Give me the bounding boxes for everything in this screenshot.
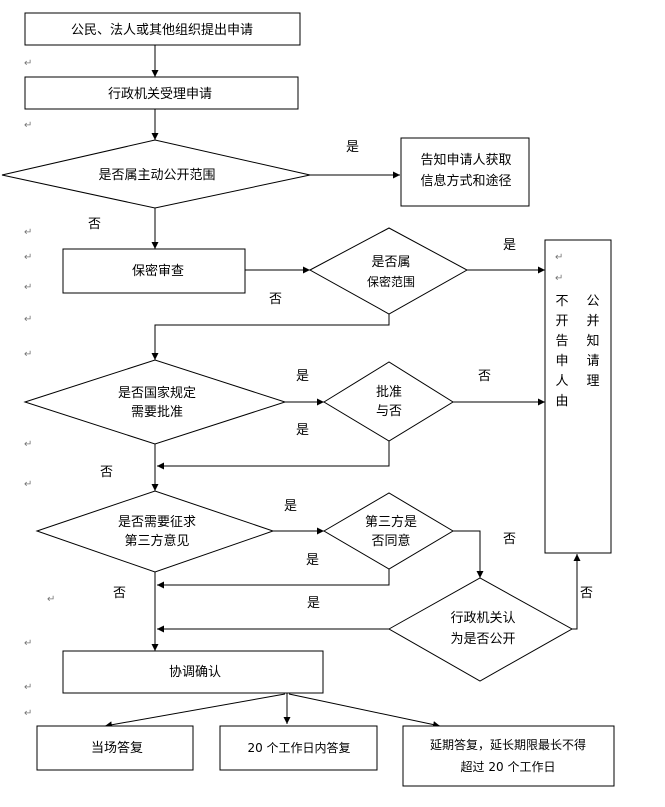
label-yes: 是: [346, 140, 359, 155]
node-not-disclose-col2: 公 并 知 请 理: [586, 294, 599, 389]
label-no: 否: [113, 586, 126, 601]
label-no: 否: [269, 292, 282, 307]
paragraph-mark: ↵: [24, 282, 32, 293]
node-reply-now-text: 当场答复: [91, 740, 143, 756]
node-need-third: 是否需要征求 第三方意见: [35, 490, 275, 573]
node-need-approval-line2: 需要批准: [131, 405, 183, 420]
node-reply-20: 20 个工作日内答复: [219, 725, 378, 771]
nd-col2-char: 并: [586, 314, 599, 329]
nd-col1-char: 不: [555, 294, 568, 309]
node-accept: 行政机关受理申请: [24, 76, 299, 110]
node-reply-20-text: 20 个工作日内答复: [247, 740, 350, 755]
node-not-disclose: 不 开 告 申 人 由 公 并 知 请 理: [544, 239, 612, 554]
node-inform-line1: 告知申请人获取: [420, 152, 511, 168]
arrow-coordinate-replynow: [104, 693, 286, 729]
node-apply-text: 公民、法人或其他组织提出申请: [71, 22, 253, 38]
nd-col1-char: 告: [555, 334, 568, 349]
node-secrecy: 保密审查: [62, 248, 246, 294]
arrow-agencydeem-notdisclose: [572, 554, 581, 630]
node-proactive-text: 是否属主动公开范围: [98, 168, 215, 183]
node-need-approval-line1: 是否国家规定: [118, 385, 196, 401]
paragraph-mark: ↵: [24, 682, 32, 693]
node-agency-deem-line1: 行政机关认: [450, 611, 515, 626]
node-apply: 公民、法人或其他组织提出申请: [24, 12, 301, 46]
node-third-agree-line2: 否同意: [371, 533, 410, 549]
label-yes: 是: [306, 553, 319, 568]
node-need-third-line1: 是否需要征求: [118, 515, 196, 530]
node-need-approval: 是否国家规定 需要批准: [23, 359, 287, 445]
nd-col2-char: 知: [586, 333, 599, 349]
paragraph-mark: ↵: [555, 252, 563, 263]
paragraph-mark: ↵: [24, 120, 32, 131]
nd-col2-char: 理: [586, 374, 599, 389]
label-no: 否: [503, 532, 516, 547]
node-not-disclose-col1: 不 开 告 申 人 由: [555, 294, 568, 409]
paragraph-mark: ↵: [24, 227, 32, 238]
arrow-coordinate-replyext: [288, 693, 441, 728]
paragraph-mark: ↵: [24, 314, 32, 325]
connectors: [104, 45, 581, 729]
node-accept-text: 行政机关受理申请: [108, 87, 212, 102]
node-secrecy-text: 保密审查: [132, 263, 184, 279]
node-proactive: 是否属主动公开范围: [1, 139, 311, 209]
nd-col1-char: 开: [555, 314, 568, 329]
node-coordinate-text: 协调确认: [169, 665, 221, 680]
paragraph-mark: ↵: [24, 638, 32, 649]
node-is-secret: 是否属 保密范围: [308, 227, 469, 315]
nd-col1-char: 人: [555, 374, 568, 389]
paragraph-mark: ↵: [24, 708, 32, 719]
arrow-thirdagree-back: [157, 569, 390, 589]
node-third-agree-line1: 第三方是: [365, 514, 417, 530]
arrow-thirdagree-agencydeem: [453, 530, 484, 578]
node-inform: 告知申请人获取 信息方式和途径: [400, 137, 530, 207]
paragraph-mark: ↵: [24, 58, 32, 69]
paragraph-mark: ↵: [24, 252, 32, 263]
node-approved: 批准 与否: [323, 361, 454, 442]
node-approved-line1: 批准: [376, 385, 402, 400]
node-reply-ext-line1: 延期答复，延长期限最长不得: [430, 737, 586, 752]
label-yes: 是: [503, 238, 516, 253]
paragraph-mark: ↵: [24, 439, 32, 450]
paragraph-mark: ↵: [24, 349, 32, 360]
node-reply-ext-line2: 超过 20 个工作日: [461, 759, 556, 774]
node-reply-ext: 延期答复，延长期限最长不得 超过 20 个工作日: [402, 725, 615, 787]
label-no: 否: [580, 586, 593, 601]
nd-col2-char: 请: [586, 354, 599, 369]
paragraph-mark: ↵: [24, 479, 32, 490]
node-third-agree: 第三方是 否同意: [323, 492, 454, 570]
label-no: 否: [100, 465, 113, 480]
node-coordinate: 协调确认: [62, 650, 324, 694]
node-reply-now: 当场答复: [36, 725, 194, 771]
label-yes: 是: [307, 596, 320, 611]
nd-col2-char: 公: [586, 294, 599, 309]
label-no: 否: [88, 217, 101, 232]
node-is-secret-line2: 保密范围: [367, 274, 415, 289]
node-inform-line2: 信息方式和途径: [420, 173, 511, 189]
label-no: 否: [478, 369, 491, 384]
paragraph-mark: ↵: [47, 594, 55, 605]
nd-col1-char: 由: [555, 394, 568, 409]
arrow-approved-back: [157, 441, 390, 470]
node-need-third-line2: 第三方意见: [124, 533, 189, 549]
node-is-secret-line1: 是否属: [371, 255, 410, 270]
node-agency-deem: 行政机关认 为是否公开: [387, 577, 574, 682]
label-yes: 是: [284, 499, 297, 514]
edge-labels: 是 否 是 否 是 是 否 否 是 是 否 否 是 否: [88, 140, 593, 611]
arrow-issecret-needapproval: [151, 314, 390, 360]
paragraph-marks: ↵ ↵ ↵ ↵ ↵ ↵ ↵ ↵ ↵ ↵ ↵ ↵ ↵ ↵ ↵: [24, 58, 563, 719]
node-approved-line2: 与否: [376, 404, 402, 419]
paragraph-mark: ↵: [555, 273, 563, 284]
nd-col1-char: 申: [555, 354, 568, 369]
label-yes: 是: [296, 369, 309, 384]
node-agency-deem-line2: 为是否公开: [450, 632, 515, 647]
label-yes: 是: [296, 423, 309, 438]
